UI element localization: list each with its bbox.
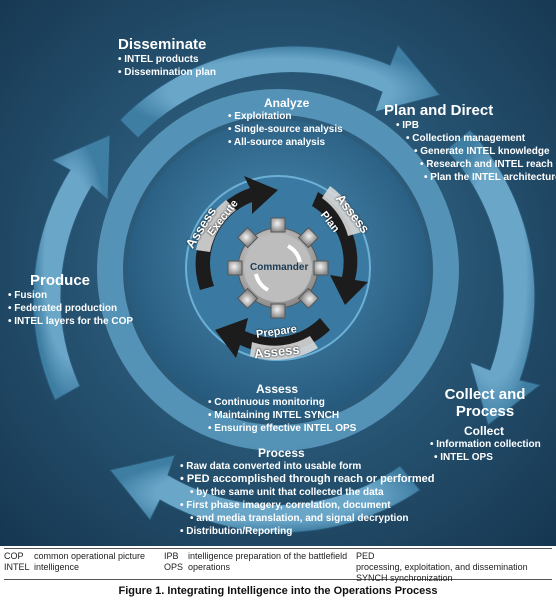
process-item: Raw data converted into usable form bbox=[180, 460, 434, 473]
legend-def: synchronization bbox=[390, 573, 453, 583]
disseminate-title: Disseminate bbox=[118, 36, 207, 53]
plan-direct-title: Plan and Direct bbox=[384, 102, 494, 119]
plan-direct-item: Research and INTEL reach bbox=[384, 158, 556, 171]
process-item-cont: and media translation, and signal decryp… bbox=[180, 512, 434, 525]
assess-item: Maintaining INTEL SYNCH bbox=[208, 409, 356, 422]
legend-def: operations bbox=[188, 562, 231, 572]
abbreviation-legend: COP common operational picture INTEL intel… bbox=[4, 548, 552, 583]
analyze-item: Single-source analysis bbox=[228, 123, 342, 136]
inner-cycle-arrows bbox=[195, 176, 368, 360]
legend-abbr: INTEL bbox=[4, 562, 30, 572]
process-item: PED accomplished through reach or perfor… bbox=[180, 473, 435, 486]
legend-abbr: SYNCH bbox=[356, 573, 388, 583]
analyze-item: Exploitation bbox=[228, 110, 343, 123]
gear-icon bbox=[227, 217, 329, 319]
collect-subtitle: Collect bbox=[464, 424, 505, 438]
process-item: Distribution/Reporting bbox=[180, 525, 434, 538]
cycle-graphic bbox=[32, 44, 542, 534]
process-item: First phase imagery, correlation, docume… bbox=[180, 499, 434, 512]
legend-def: processing, exploitation, and disseminat… bbox=[356, 562, 528, 572]
figure-caption: Figure 1. Integrating Intelligence into … bbox=[118, 585, 438, 597]
produce-item: INTEL layers for the COP bbox=[8, 315, 133, 328]
legend-abbr: PED bbox=[356, 551, 375, 561]
produce-block: Produce Fusion Federated production INTE… bbox=[8, 272, 133, 328]
commander-label: Commander bbox=[250, 262, 309, 273]
legend-def: intelligence bbox=[34, 562, 80, 572]
plan-direct-item: IPB bbox=[384, 119, 556, 132]
plan-direct-item: Plan the INTEL architecture bbox=[384, 171, 556, 184]
cycle-diagram: Disseminate INTEL products Dissemination… bbox=[0, 0, 556, 546]
produce-item: Federated production bbox=[8, 302, 133, 315]
legend-abbr: OPS bbox=[164, 562, 184, 572]
legend-group-2: IPB intelligence preparation of the battl… bbox=[164, 551, 347, 573]
produce-title: Produce bbox=[30, 272, 91, 289]
collect-process-title: Collect and Process bbox=[444, 386, 526, 420]
legend-abbr: IPB bbox=[164, 551, 179, 561]
produce-item: Fusion bbox=[8, 289, 133, 302]
legend-def: common operational picture bbox=[34, 551, 146, 561]
disseminate-block: Disseminate INTEL products Dissemination… bbox=[118, 36, 216, 79]
analyze-block: Analyze Exploitation Single-source analy… bbox=[228, 96, 343, 149]
analyze-title: Analyze bbox=[264, 96, 310, 110]
collect-process-block: Collect and Process Collect Information … bbox=[430, 386, 541, 464]
legend-def: intelligence preparation of the battlefi… bbox=[188, 551, 348, 561]
legend-group-1: COP common operational picture INTEL intel… bbox=[4, 551, 145, 573]
collect-item: INTEL OPS bbox=[430, 451, 541, 464]
legend-abbr: COP bbox=[4, 551, 24, 561]
assess-item: Continuous monitoring bbox=[208, 396, 356, 409]
assess-block: Assess Continuous monitoring Maintaining… bbox=[208, 382, 356, 435]
collect-item: Information collection bbox=[430, 438, 540, 451]
assess-item: Ensuring effective INTEL OPS bbox=[208, 422, 356, 435]
process-title: Process bbox=[258, 446, 305, 460]
plan-direct-block: Plan and Direct IPB Collection managemen… bbox=[384, 102, 556, 184]
legend-group-3: PEDprocessing, exploitation, and dissemi… bbox=[356, 551, 552, 584]
process-block: Process Raw data converted into usable f… bbox=[180, 446, 434, 538]
analyze-item: All-source analysis bbox=[228, 136, 343, 149]
process-item-cont: by the same unit that collected the data bbox=[180, 486, 434, 499]
disseminate-item: INTEL products bbox=[118, 53, 216, 66]
plan-direct-item: Collection management bbox=[384, 132, 556, 145]
assess-title: Assess bbox=[256, 382, 299, 396]
disseminate-item: Dissemination plan bbox=[118, 66, 216, 79]
plan-direct-item: Generate INTEL knowledge bbox=[384, 145, 556, 158]
